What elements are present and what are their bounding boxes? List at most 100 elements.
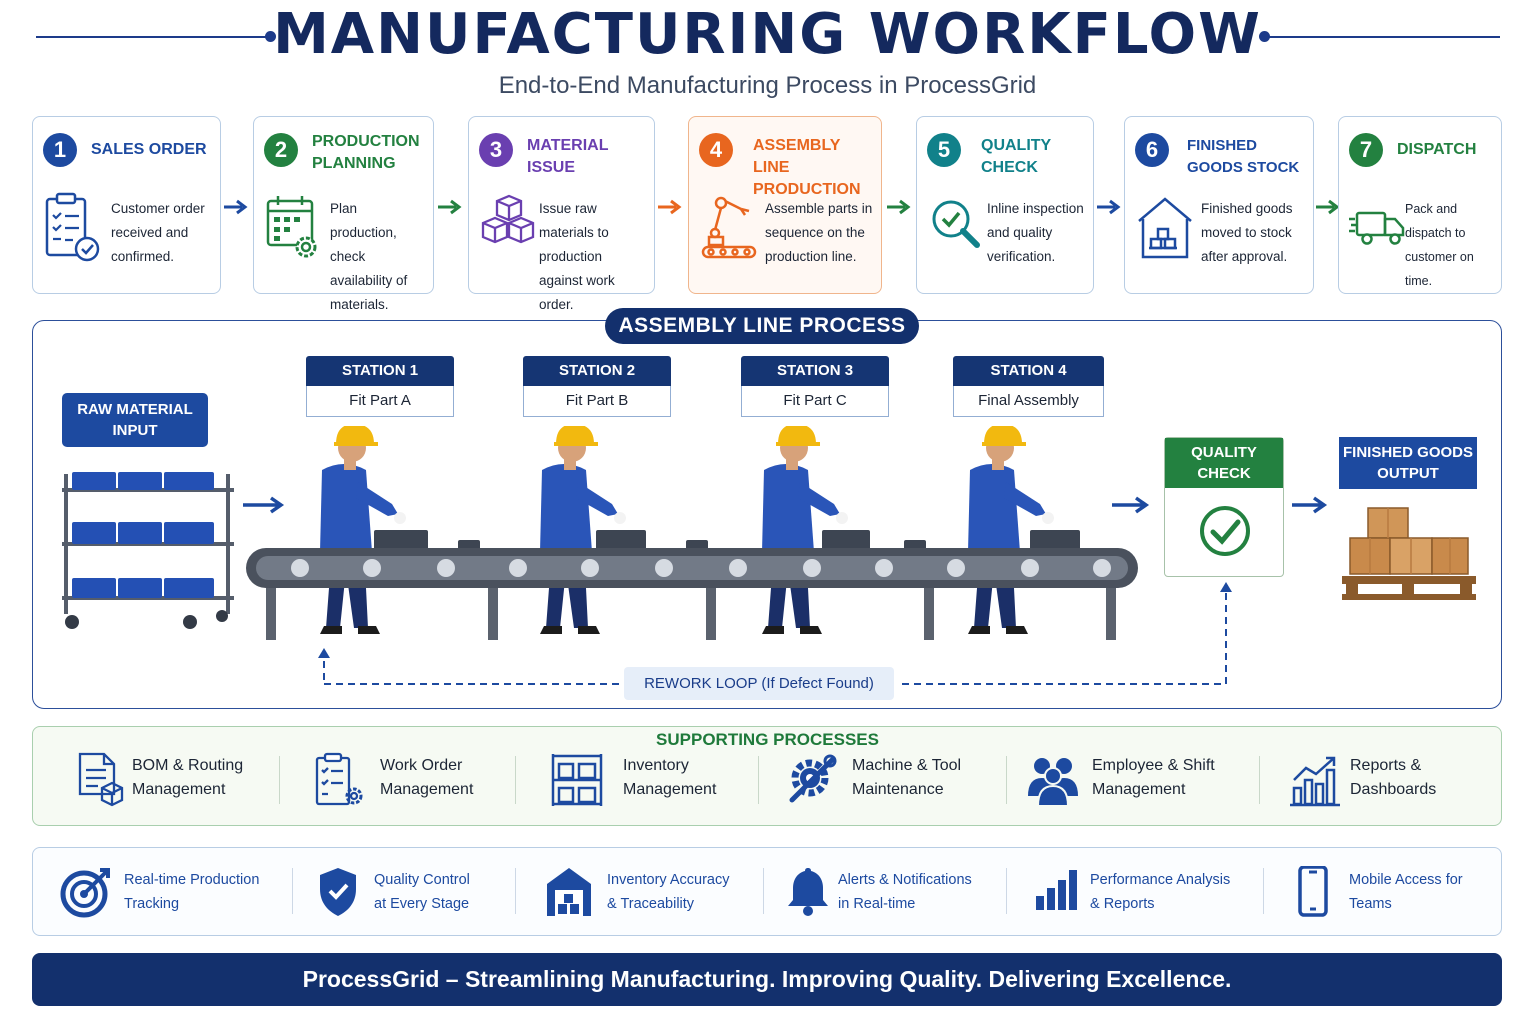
step-title: PRODUCTION PLANNING: [312, 133, 420, 172]
step-description: Finished goods moved to stock after appr…: [1201, 201, 1293, 264]
support-reports-dashboards: Reports &Dashboards: [1290, 752, 1480, 808]
material-cart: [62, 472, 234, 629]
target-icon: [60, 868, 110, 918]
page-title: MANUFACTURING WORKFLOW: [273, 2, 1262, 67]
to-quality-arrow: [1112, 496, 1150, 514]
raw-material-label: RAW MATERIAL INPUT: [62, 393, 208, 447]
boxes-icon: [481, 194, 535, 244]
divider: [1263, 868, 1264, 914]
divider: [279, 756, 280, 804]
station-task: Fit Part C: [741, 386, 889, 417]
rework-loop-path: [318, 582, 1232, 685]
divider: [758, 756, 759, 804]
mobile-icon: [1298, 866, 1328, 917]
footer-tagline: ProcessGrid – Streamlining Manufacturing…: [32, 953, 1502, 1006]
divider: [515, 756, 516, 804]
step-arrow-6: [1316, 199, 1340, 215]
step-description: Plan production, check availability of m…: [330, 201, 408, 312]
station-header: STATION 4: [953, 356, 1104, 386]
title-rule-right: [1266, 36, 1500, 38]
assembly-title: ASSEMBLY LINE PROCESS: [605, 308, 919, 344]
gear-wrench-icon: [789, 754, 837, 803]
step-description: Customer order received and confirmed.: [111, 201, 205, 264]
station-header: STATION 1: [306, 356, 454, 386]
divider: [1259, 756, 1260, 804]
step-arrow-5: [1097, 199, 1121, 215]
step-arrow-1: [224, 199, 248, 215]
features-panel: [32, 847, 1502, 936]
finished-goods-label: FINISHED GOODS OUTPUT: [1339, 437, 1477, 489]
step-title: DISPATCH: [1397, 141, 1477, 158]
step-number: 2: [264, 133, 298, 167]
step-number: 1: [43, 133, 77, 167]
title-rule-dot-right: [1259, 31, 1270, 42]
supporting-processes-title: SUPPORTING PROCESSES: [656, 730, 879, 749]
shield-check-icon: [320, 868, 356, 916]
input-arrow: [243, 496, 285, 514]
work-order-icon: [315, 752, 363, 806]
feature-performance-analysis: Performance Analysis& Reports: [1034, 866, 1244, 918]
robot-arm-icon: [701, 196, 757, 259]
rework-loop-label: REWORK LOOP (If Defect Found): [624, 667, 894, 700]
step-title: FINISHED GOODS STOCK: [1187, 137, 1300, 176]
support-label: Reports &Dashboards: [1350, 757, 1437, 798]
quality-check-label: QUALITY CHECK: [1165, 438, 1283, 488]
step-assembly-line-production: 4 ASSEMBLY LINE PRODUCTION Assemble part…: [688, 116, 882, 294]
station-header: STATION 2: [523, 356, 671, 386]
step-title: QUALITY CHECK: [981, 137, 1051, 176]
step-title: ASSEMBLY LINE PRODUCTION: [753, 137, 861, 198]
clipboard-check-icon: [45, 192, 100, 262]
step-description: Issue raw materials to production agains…: [539, 201, 615, 312]
step-arrow-3: [658, 199, 682, 215]
title-rule-dot-left: [265, 31, 276, 42]
step-dispatch: 7 DISPATCH Pack and dispatch to customer…: [1338, 116, 1502, 294]
station-4: STATION 4 Final Assembly: [953, 356, 1104, 417]
people-icon: [1028, 758, 1078, 807]
feature-label: Inventory Accuracy& Traceability: [607, 872, 730, 912]
pallet-boxes-icon: [1342, 507, 1476, 600]
assembly-line-illustration: [246, 426, 1138, 640]
step-arrow-4: [887, 199, 911, 215]
step-number: 5: [927, 133, 961, 167]
bar-chart-icon: [1290, 756, 1340, 807]
station-task: Fit Part A: [306, 386, 454, 417]
step-material-issue: 3 MATERIAL ISSUE Issue raw materials to …: [468, 116, 655, 312]
step-title: MATERIAL ISSUE: [527, 137, 609, 176]
title-rule-left: [36, 36, 270, 38]
divider: [292, 868, 293, 914]
warehouse-icon: [547, 868, 591, 916]
bar-chart-icon: [1036, 870, 1077, 910]
shelves-icon: [551, 754, 603, 806]
magnifier-check-icon: [932, 200, 980, 248]
step-number: 3: [479, 133, 513, 167]
check-circle-icon: [1200, 506, 1250, 556]
step-sales-order: 1 SALES ORDER Customer order received an…: [32, 116, 221, 294]
divider: [1006, 868, 1007, 914]
supporting-processes-panel: [32, 726, 1502, 826]
bom-document-icon: [78, 752, 124, 807]
step-description: Inline inspection and quality verificati…: [987, 201, 1084, 264]
step-description: Pack and dispatch to customer on time.: [1405, 202, 1474, 288]
step-number: 4: [699, 133, 733, 167]
station-task: Fit Part B: [523, 386, 671, 417]
divider: [1006, 756, 1007, 804]
step-title: SALES ORDER: [91, 141, 207, 158]
divider: [763, 868, 764, 914]
feature-label: Performance Analysis& Reports: [1090, 872, 1231, 912]
calendar-gear-icon: [266, 196, 317, 258]
step-production-planning: 2 PRODUCTION PLANNING Plan production, c…: [253, 116, 434, 312]
